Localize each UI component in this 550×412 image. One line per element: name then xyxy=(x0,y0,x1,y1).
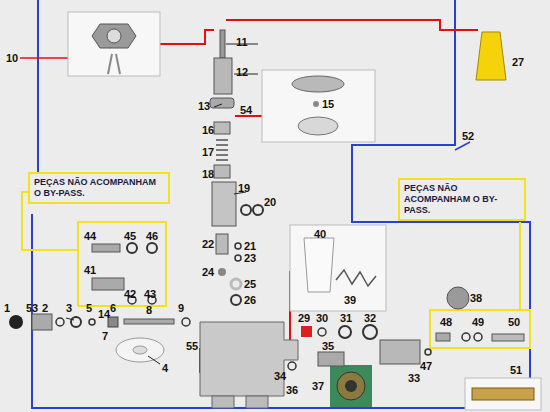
note-text: PEÇAS NÃO ACOMPANHAM O BY-PASS. xyxy=(34,177,164,199)
callout-number: 52 xyxy=(462,130,474,142)
callout-number: 15 xyxy=(322,98,334,110)
callout-number: 7 xyxy=(102,330,108,342)
callout-number: 49 xyxy=(472,316,484,328)
callout-number: 35 xyxy=(322,340,334,352)
callout-number: 43 xyxy=(144,288,156,300)
callout-number: 18 xyxy=(202,168,214,180)
callout-number: 30 xyxy=(316,312,328,324)
callout-number: 25 xyxy=(244,278,256,290)
callout-number: 40 xyxy=(314,228,326,240)
callout-number: 12 xyxy=(236,66,248,78)
callout-number: 38 xyxy=(470,292,482,304)
callout-number: 39 xyxy=(344,294,356,306)
callout-number: 29 xyxy=(298,312,310,324)
callout-number: 34 xyxy=(274,370,286,382)
callout-number: 23 xyxy=(244,252,256,264)
callout-number: 1 xyxy=(4,302,10,314)
callout-number: 44 xyxy=(84,230,96,242)
callout-number: 11 xyxy=(236,36,248,48)
callout-number: 51 xyxy=(510,364,522,376)
callout-number: 6 xyxy=(110,302,116,314)
callout-number: 4 xyxy=(162,362,168,374)
callout-number: 22 xyxy=(202,238,214,250)
callout-number: 3 xyxy=(66,302,72,314)
note-box: PEÇAS NÃO ACOMPANHAM O BY-PASS. xyxy=(398,178,526,221)
callout-number: 45 xyxy=(124,230,136,242)
callout-number: 2 xyxy=(42,302,48,314)
callout-number: 21 xyxy=(244,240,256,252)
callout-number: 32 xyxy=(364,312,376,324)
callout-number: 5 xyxy=(86,302,92,314)
note-text: PEÇAS NÃO ACOMPANHAM O BY-PASS. xyxy=(404,183,520,216)
callout-number: 10 xyxy=(6,52,18,64)
note-box: PEÇAS NÃO ACOMPANHAM O BY-PASS. xyxy=(28,172,170,204)
callout-number: 27 xyxy=(512,56,524,68)
callout-number: 55 xyxy=(186,340,198,352)
callout-number: 36 xyxy=(286,384,298,396)
callout-number: 47 xyxy=(420,360,432,372)
callout-number: 13 xyxy=(198,100,210,112)
callout-number: 9 xyxy=(178,302,184,314)
callout-number: 19 xyxy=(238,182,250,194)
callout-number: 48 xyxy=(440,316,452,328)
callout-number: 14 xyxy=(98,308,110,320)
callout-number: 41 xyxy=(84,264,96,276)
callout-number: 24 xyxy=(202,266,214,278)
callout-number: 17 xyxy=(202,146,214,158)
callout-number: 33 xyxy=(408,372,420,384)
callout-number: 37 xyxy=(312,380,324,392)
callout-number: 53 xyxy=(26,302,38,314)
callout-number: 50 xyxy=(508,316,520,328)
callout-number: 16 xyxy=(202,124,214,136)
callout-number: 54 xyxy=(240,104,252,116)
callout-number: 46 xyxy=(146,230,158,242)
callout-number: 8 xyxy=(146,304,152,316)
callout-number: 20 xyxy=(264,196,276,208)
callout-number: 26 xyxy=(244,294,256,306)
callout-number: 31 xyxy=(340,312,352,324)
callout-number: 42 xyxy=(124,288,136,300)
